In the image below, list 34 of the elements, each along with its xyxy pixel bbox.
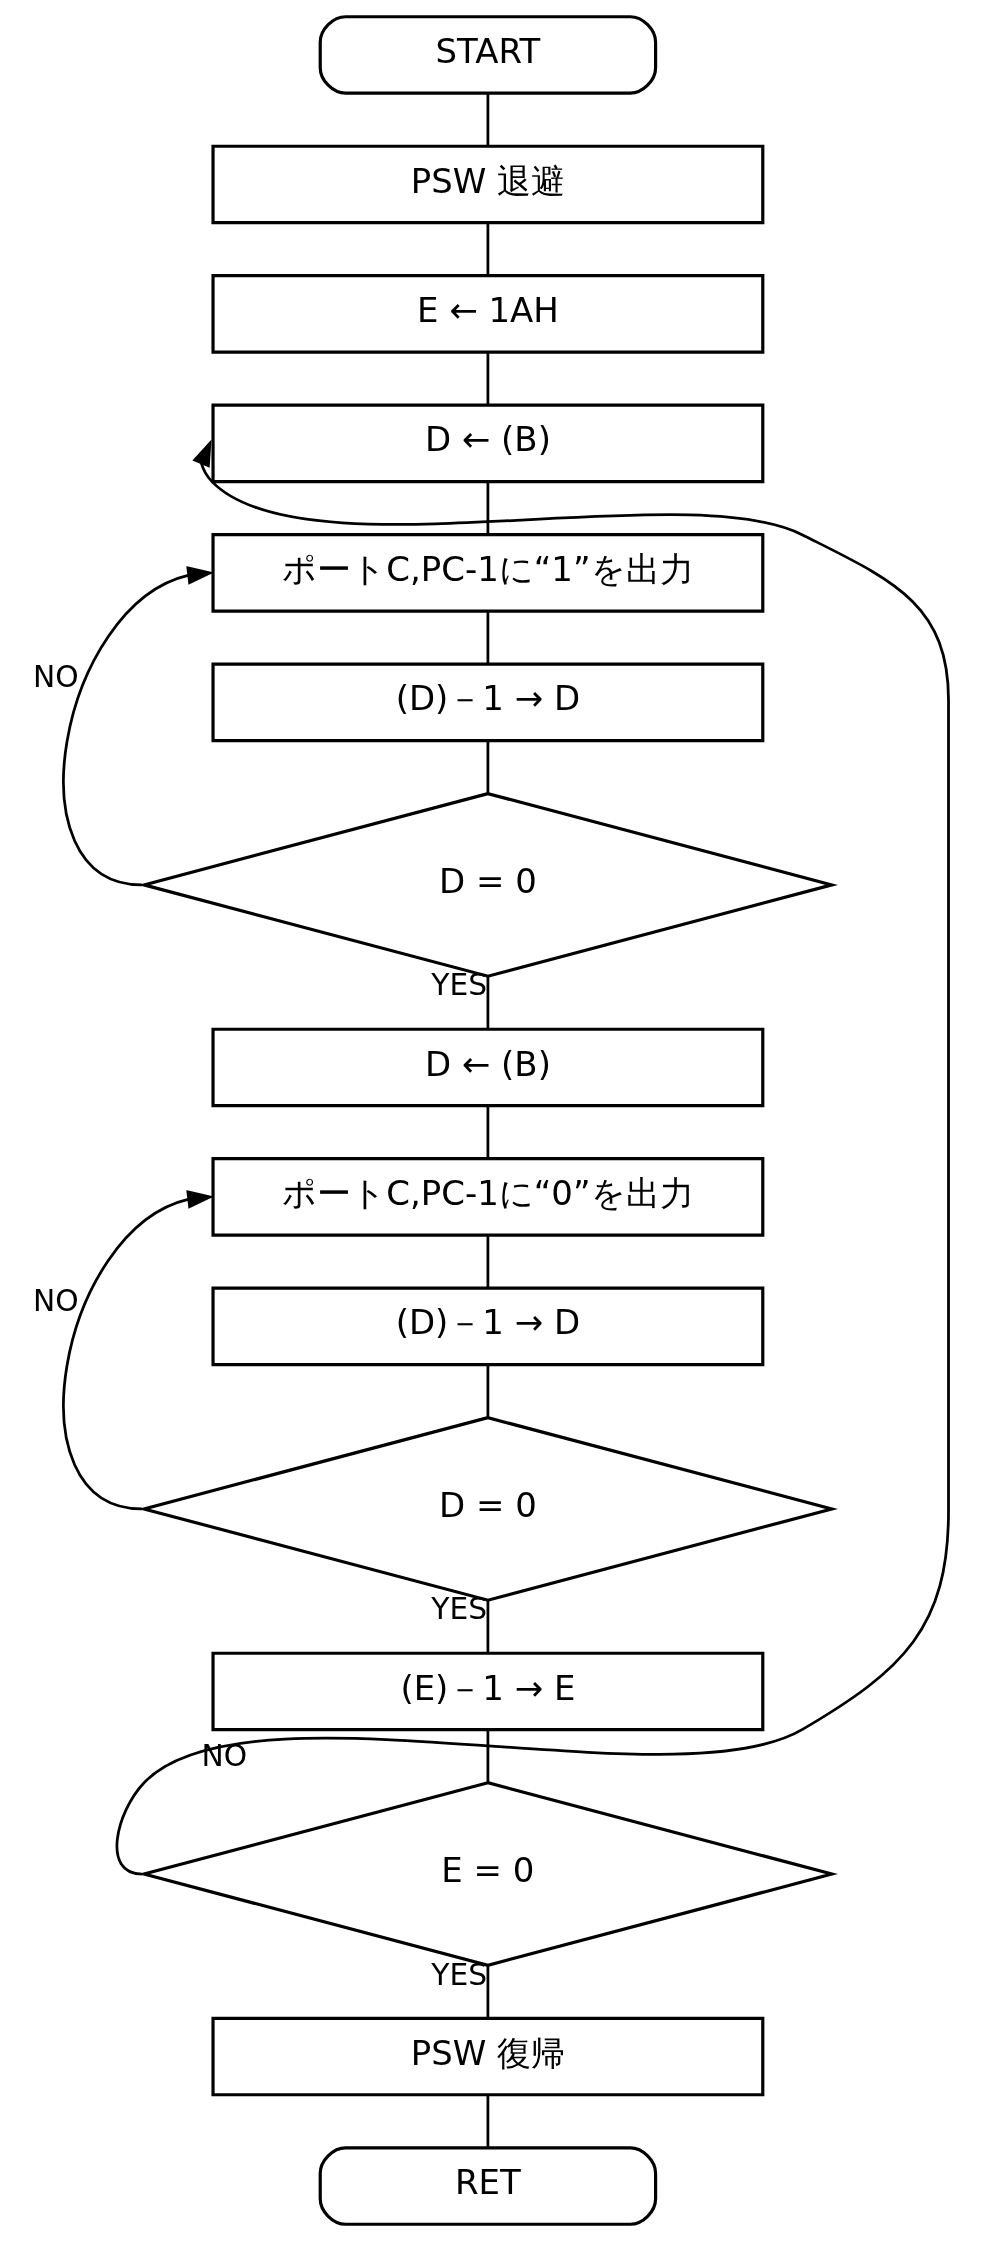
connector [486, 611, 490, 664]
node-box: ポートC,PC-1に“1”を出力 [211, 533, 765, 613]
edge-label: YES [431, 967, 488, 1003]
node-box: (E)－1 → E [211, 1651, 765, 1732]
connector [486, 1965, 490, 2018]
connector [486, 976, 490, 1029]
node-box: (D)－1 → D [211, 662, 765, 743]
node-box: D ← (B) [211, 1027, 765, 1108]
connector [486, 481, 490, 535]
connector [486, 741, 490, 793]
arrow [62, 1190, 214, 1511]
connector [486, 93, 490, 146]
connector [486, 1235, 490, 1288]
connector [486, 1105, 490, 1159]
node-box: ポートC,PC-1に“0”を出力 [211, 1157, 765, 1237]
node-box: PSW 退避 [211, 144, 765, 225]
connector [486, 1600, 490, 1653]
connector [486, 1365, 490, 1417]
arrow [117, 439, 950, 1876]
node-box: D ← (B) [211, 403, 765, 484]
edge-label: NO [33, 1282, 79, 1318]
node-box: PSW 復帰 [211, 2016, 765, 2097]
connector [486, 222, 490, 276]
connector [486, 352, 490, 405]
edge-label: YES [431, 1956, 488, 1992]
node-box: RET [318, 2146, 658, 2226]
node-box: START [318, 15, 658, 95]
edge-label: YES [431, 1591, 488, 1627]
arrow [62, 566, 214, 887]
connector [486, 2094, 490, 2148]
connector [486, 1730, 490, 1783]
edge-label: NO [33, 658, 79, 694]
node-box: (D)－1 → D [211, 1286, 765, 1367]
node-box: E ← 1AH [211, 274, 765, 354]
